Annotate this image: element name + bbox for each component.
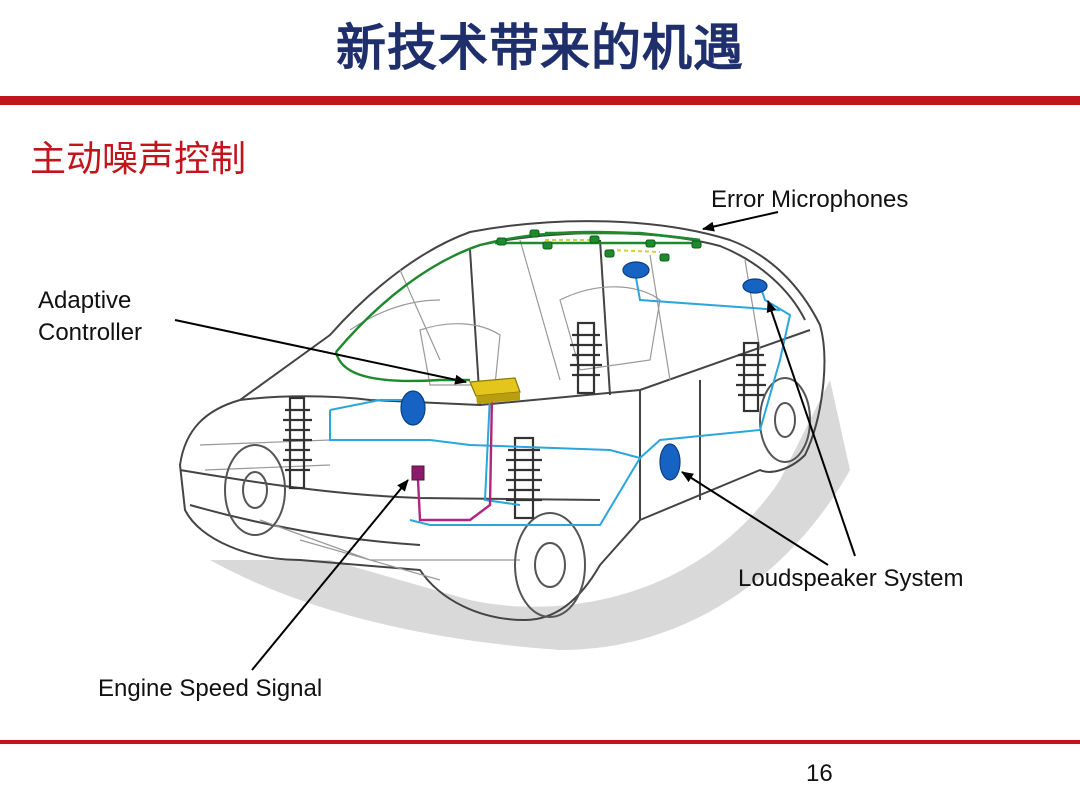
car-detail-lines bbox=[199, 239, 761, 581]
footer-divider bbox=[0, 740, 1080, 744]
speaker-rear-deck bbox=[742, 278, 768, 294]
loudspeaker-wiring bbox=[329, 271, 792, 526]
rear-right-wheel bbox=[759, 377, 811, 463]
spring-rear-left bbox=[570, 321, 602, 395]
suspension-springs bbox=[283, 321, 766, 520]
front-left-wheel bbox=[224, 444, 286, 536]
speaker-roof-mid bbox=[622, 261, 650, 279]
spring-front-right bbox=[506, 436, 542, 520]
label-error-microphones: Error Microphones bbox=[711, 186, 909, 213]
label-adaptive-controller-line2: Controller bbox=[38, 319, 143, 346]
arrow-loudspeaker-rear bbox=[766, 300, 856, 557]
microphone-wiring bbox=[334, 230, 701, 383]
arrow-error-microphones bbox=[702, 211, 779, 232]
label-engine-speed-signal: Engine Speed Signal bbox=[98, 675, 323, 702]
front-right-wheel bbox=[514, 512, 586, 618]
slide-title: 新技术带来的机遇 bbox=[336, 18, 744, 77]
page-number: 16 bbox=[806, 760, 833, 787]
label-adaptive-controller-line1: Adaptive bbox=[38, 287, 132, 314]
car-shadow bbox=[210, 380, 850, 650]
error-microphones bbox=[496, 229, 702, 262]
speaker-front-door bbox=[400, 390, 426, 426]
loudspeakers bbox=[400, 261, 768, 481]
spring-rear-right bbox=[736, 341, 766, 413]
speaker-rear-door bbox=[659, 443, 681, 481]
engine-signal-box bbox=[411, 465, 425, 481]
label-arrows bbox=[174, 211, 856, 671]
arrow-loudspeaker-door bbox=[681, 471, 829, 566]
arrow-adaptive-controller bbox=[174, 319, 467, 385]
adaptive-controller-box bbox=[469, 377, 521, 404]
spring-front-left bbox=[283, 396, 312, 490]
slide-subtitle: 主动噪声控制 bbox=[30, 139, 247, 180]
label-loudspeaker-system: Loudspeaker System bbox=[738, 565, 964, 592]
arrow-engine-speed bbox=[251, 479, 409, 671]
engine-signal-wire bbox=[416, 394, 494, 522]
wheels bbox=[224, 377, 811, 618]
title-divider bbox=[0, 96, 1080, 105]
